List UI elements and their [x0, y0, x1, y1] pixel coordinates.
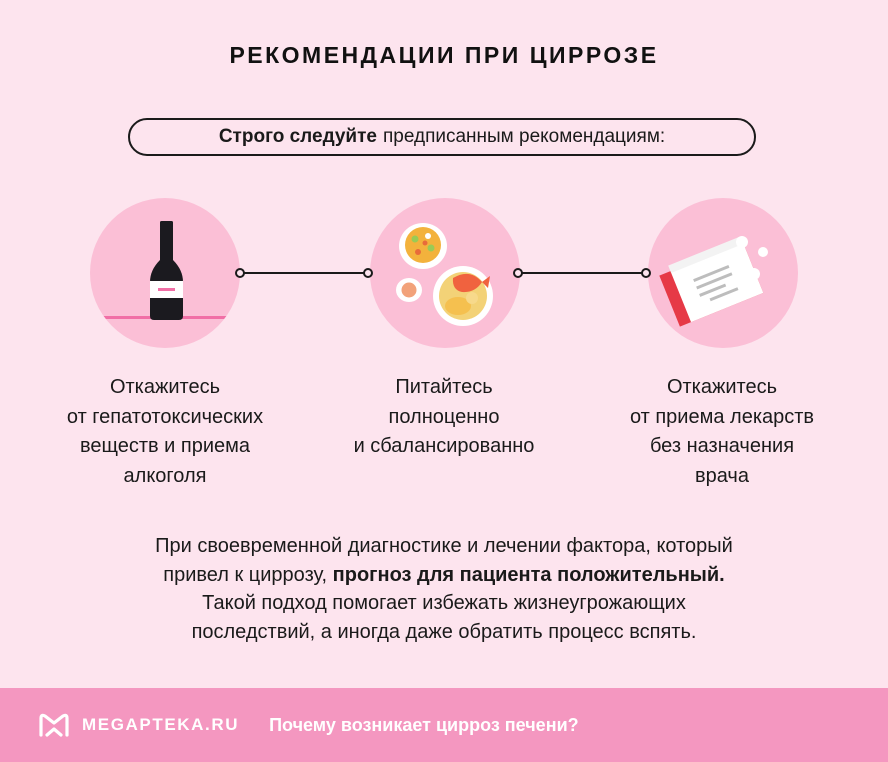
- caption-line: Питайтесь: [395, 376, 493, 398]
- footer-article-link[interactable]: Почему возникает цирроз печени?: [269, 714, 579, 735]
- page-title: РЕКОМЕНДАЦИИ ПРИ ЦИРРОЗЕ: [229, 42, 659, 68]
- summary-line: последствий, а иногда даже обратить проц…: [191, 620, 697, 643]
- connector-dot: [513, 268, 523, 278]
- caption-line: Откажитесь: [666, 376, 778, 398]
- step-3-caption: Откажитесь от приема лекарств без назнач…: [587, 373, 857, 491]
- connector-dot: [363, 268, 373, 278]
- summary-line: При своевременной диагностике и лечении …: [155, 535, 733, 557]
- medicine-box-pills-icon: [659, 236, 768, 327]
- connector-2: [518, 272, 646, 274]
- caption-line: алкоголя: [123, 464, 207, 487]
- beer-bottle-icon: [90, 221, 240, 320]
- intro-bold-text: Строго следуйте: [218, 126, 377, 147]
- summary-bold-text: прогноз для пациента положительный.: [332, 563, 725, 586]
- caption-line: от приема лекарств: [629, 405, 815, 428]
- connector-1: [240, 272, 368, 274]
- step-2-caption: Питайтесь полноценно и сбалансированно: [309, 373, 579, 462]
- caption-line: врача: [695, 464, 749, 487]
- caption-line: от гепатотоксических: [66, 405, 264, 428]
- megapteka-logo-icon: [39, 713, 69, 737]
- summary-line: Такой подход помогает избежать жизнеугро…: [202, 592, 686, 614]
- summary-text: При своевременной диагностике и лечении …: [0, 532, 888, 646]
- connector-dot: [235, 268, 245, 278]
- food-plates-icon: [396, 223, 493, 326]
- caption-line: веществ и приема: [79, 435, 251, 457]
- caption-line: без назначения: [649, 435, 795, 457]
- summary-line-2-text: привел к циррозу,: [163, 563, 328, 586]
- brand-name: MEGAPTEKA.RU: [82, 715, 240, 734]
- caption-line: полноценно: [388, 405, 500, 428]
- caption-line: Откажитесь: [109, 376, 221, 398]
- summary-line: привел к циррозу, прогноз для пациента п…: [0, 561, 888, 590]
- step-2-illustration: [370, 198, 520, 348]
- step-1-caption: Откажитесь от гепатотоксических веществ …: [30, 373, 300, 491]
- step-1-illustration: [90, 198, 240, 348]
- caption-line: и сбалансированно: [353, 435, 535, 457]
- intro-text: предписанным рекомендациям:: [382, 126, 666, 147]
- step-3-illustration: [648, 198, 798, 348]
- intro-banner: Строго следуйте предписанным рекомендаци…: [128, 118, 756, 156]
- connector-dot: [641, 268, 651, 278]
- brand-logo[interactable]: MEGAPTEKA.RU: [38, 712, 239, 738]
- footer-bar: MEGAPTEKA.RU Почему возникает цирроз печ…: [0, 688, 888, 762]
